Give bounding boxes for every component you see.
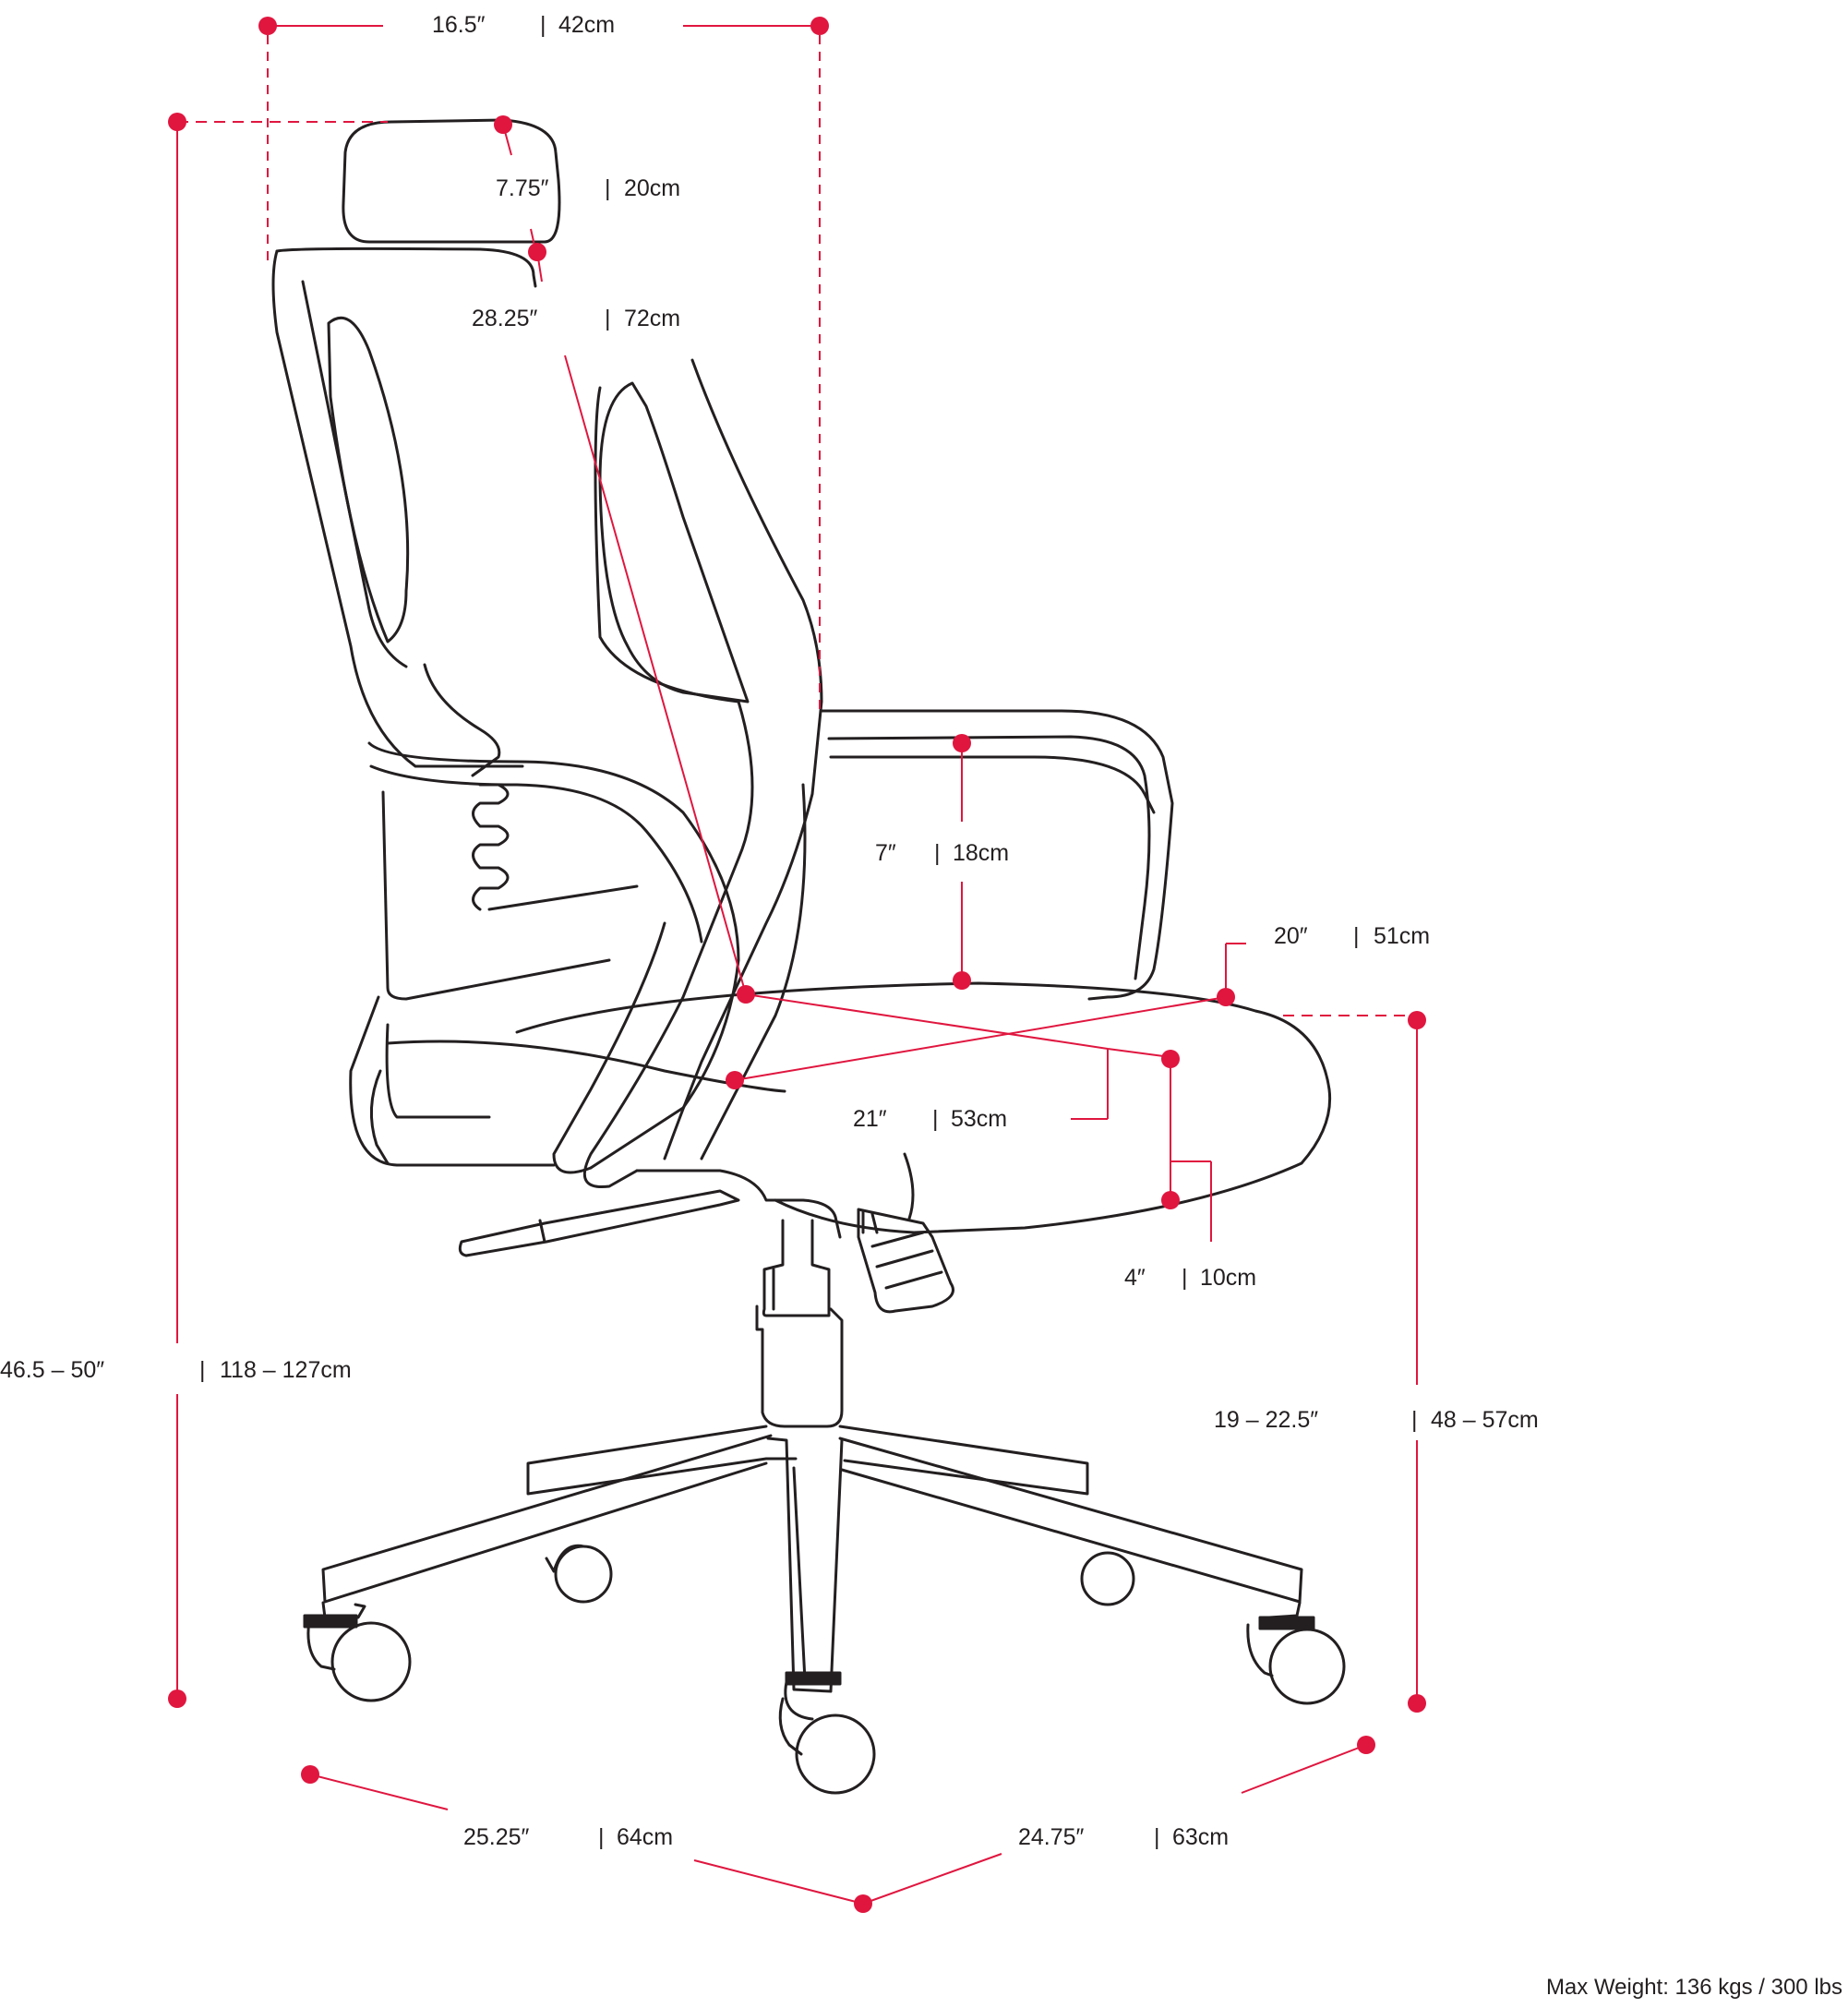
seat-width-imperial: 20″: [1274, 923, 1308, 949]
back-upright: [663, 358, 823, 1160]
svg-text:|: |: [598, 1824, 605, 1850]
base-right-imperial: 24.75″: [1018, 1824, 1085, 1850]
seat-height-metric: 48 – 57cm: [1431, 1407, 1539, 1433]
svg-text:|: |: [605, 306, 611, 331]
arm-bottom-dot: [953, 971, 971, 990]
width-right-dot: [810, 17, 829, 35]
svg-text:|: |: [934, 840, 941, 866]
backrest-top-edge: [275, 246, 537, 288]
backrest-metric: 72cm: [624, 306, 680, 331]
armrest: [367, 741, 740, 1170]
arm-height-imperial: 7″: [875, 840, 896, 866]
svg-text:|: |: [1353, 923, 1360, 949]
seat-thick-bottom-dot: [1161, 1191, 1180, 1209]
svg-text:|: |: [932, 1106, 939, 1132]
chair-illustration: [271, 118, 1346, 1795]
backrest-imperial: 28.25″: [472, 306, 538, 331]
headrest-metric: 20cm: [624, 175, 680, 201]
max-weight-note: Max Weight: 136 kgs / 300 lbs: [1546, 1975, 1842, 2000]
seat-height-bottom-dot: [1408, 1694, 1426, 1713]
width-left-dot: [258, 17, 277, 35]
base-right-metric: 63cm: [1172, 1824, 1229, 1850]
tension-knob: [857, 1208, 954, 1314]
svg-text:|: |: [605, 175, 611, 201]
svg-text:|: |: [199, 1357, 206, 1383]
base-right-outer-dot: [1357, 1736, 1375, 1754]
height-bottom-dot: [168, 1689, 186, 1708]
total-height-metric: 118 – 127cm: [220, 1357, 352, 1383]
gas-cylinder: [762, 1219, 831, 1317]
svg-text:|: |: [1182, 1265, 1188, 1291]
dimension-lines: [168, 17, 1426, 1913]
svg-text:|: |: [1154, 1824, 1160, 1850]
width-imperial: 16.5″: [432, 12, 486, 38]
arm-height-metric: 18cm: [953, 840, 1009, 866]
headrest-shape: [342, 118, 561, 244]
height-top-dot: [168, 113, 186, 131]
casters: [303, 1544, 1346, 1795]
seat-width-left-dot: [726, 1071, 744, 1089]
dimension-labels: 16.5″ | 42cm 7.75″ | 20cm 28.25″ | 72cm …: [0, 12, 1842, 2000]
width-metric: 42cm: [558, 12, 615, 38]
seat-width-metric: 51cm: [1374, 923, 1430, 949]
backrest-frame: [271, 249, 524, 768]
seat-height-imperial: 19 – 22.5″: [1214, 1407, 1318, 1433]
seat-depth-metric: 53cm: [951, 1106, 1007, 1132]
lift-lever: [458, 1189, 740, 1257]
headrest-imperial: 7.75″: [496, 175, 549, 201]
star-base: [321, 1425, 1303, 1693]
total-height-imperial: 46.5 – 50″: [0, 1357, 104, 1383]
base-left-metric: 64cm: [617, 1824, 673, 1850]
seat-cushion: [515, 981, 1332, 1234]
seat-thick-imperial: 4″: [1124, 1265, 1146, 1291]
svg-text:|: |: [1411, 1407, 1418, 1433]
width-sep: |: [540, 12, 546, 38]
base-left-imperial: 25.25″: [463, 1824, 530, 1850]
seat-thick-metric: 10cm: [1200, 1265, 1256, 1291]
seat-depth-imperial: 21″: [853, 1106, 887, 1132]
